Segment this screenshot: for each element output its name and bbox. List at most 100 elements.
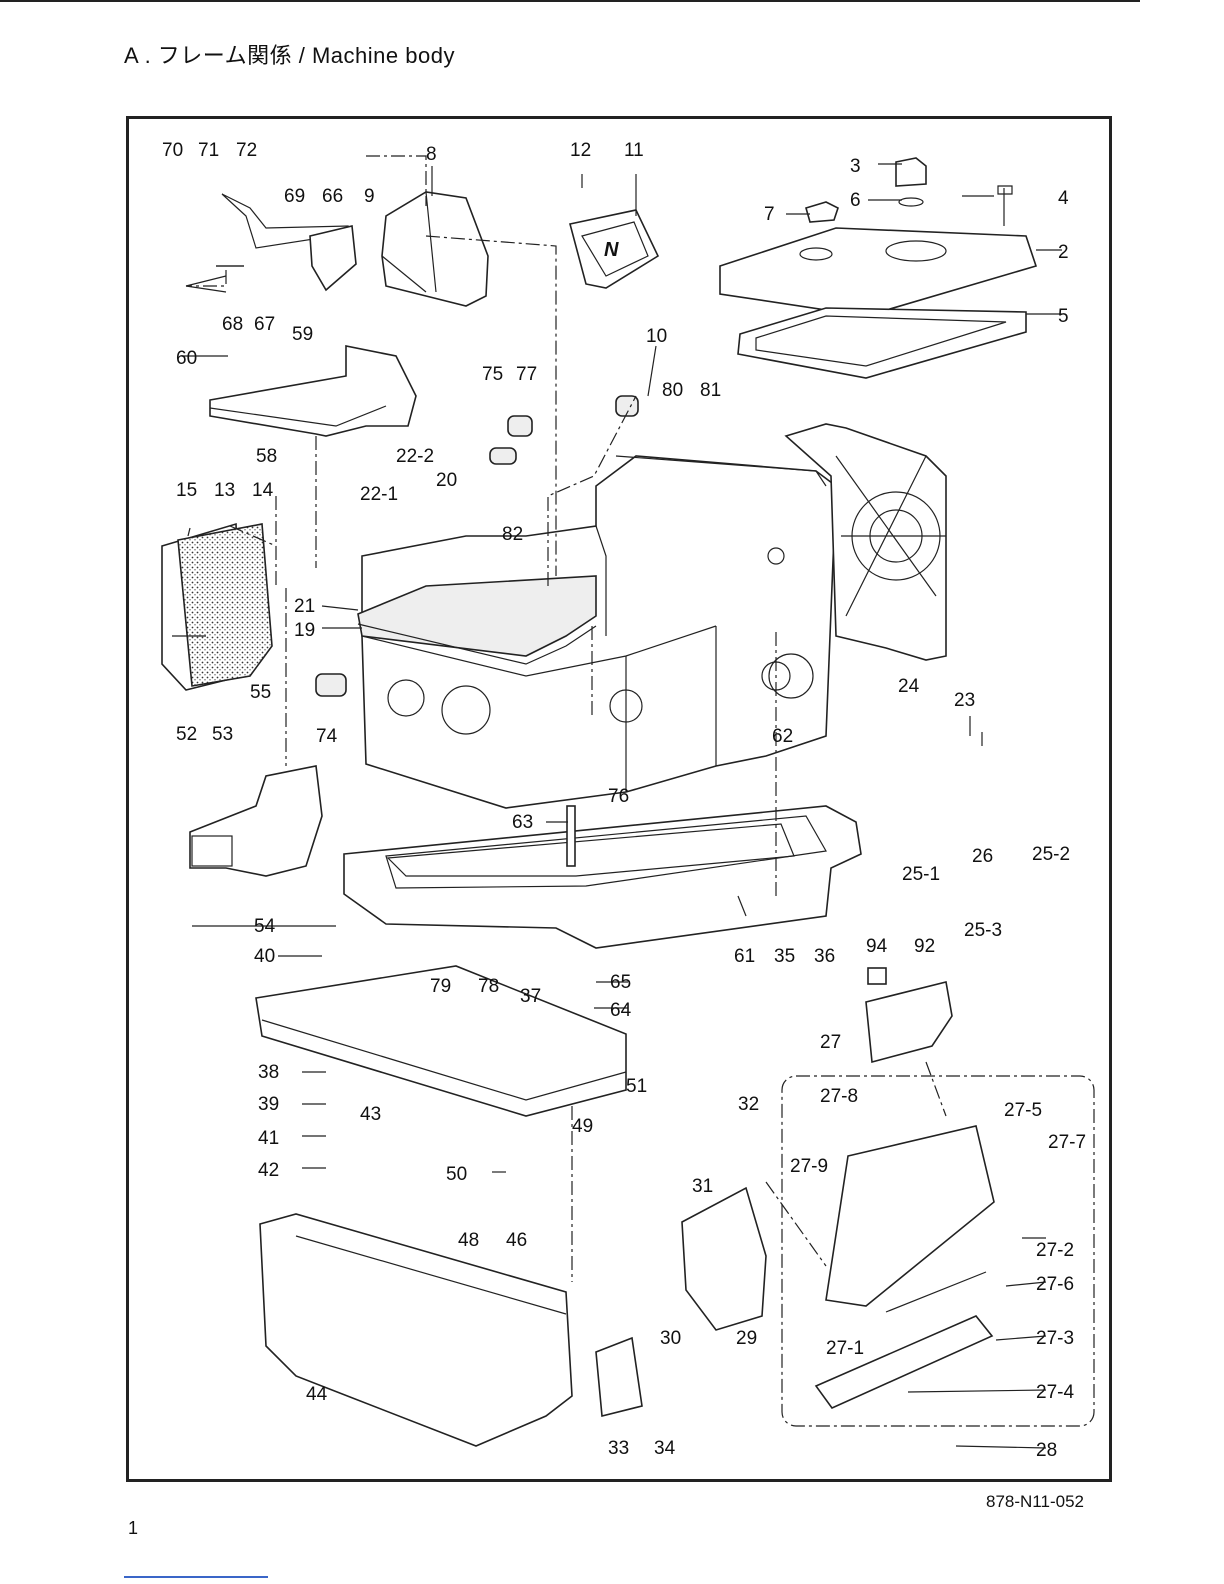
side-frame-part — [784, 423, 947, 661]
bushing-77-part — [507, 415, 533, 437]
part-label: 21 — [294, 596, 315, 617]
bracket-53-part — [189, 765, 323, 877]
part-label: 27-2 — [1036, 1240, 1074, 1261]
part-label: 25-3 — [964, 920, 1002, 941]
part-label: 39 — [258, 1094, 279, 1115]
part-label: 72 — [236, 140, 257, 161]
screw-4-part — [997, 185, 1013, 226]
part-label: 22-2 — [396, 446, 434, 467]
part-label: 20 — [436, 470, 457, 491]
part-label: 27-8 — [820, 1086, 858, 1107]
part-label: 55 — [250, 682, 271, 703]
part-label: 65 — [610, 972, 631, 993]
part-label: 78 — [478, 976, 499, 997]
part-label: 42 — [258, 1160, 279, 1181]
page-title: A . フレーム関係 / Machine body — [124, 43, 455, 68]
part-label: 76 — [608, 786, 629, 807]
part-label: 9 — [364, 186, 375, 207]
cover-27-part — [825, 1125, 995, 1307]
part-label: 8 — [426, 144, 437, 165]
plate-33-part — [595, 1336, 643, 1418]
part-label: 60 — [176, 348, 197, 369]
part-label: 27-9 — [790, 1156, 828, 1177]
part-label: 19 — [294, 620, 315, 641]
part-label: 48 — [458, 1230, 479, 1251]
part-label: 58 — [256, 446, 277, 467]
part-label: 34 — [654, 1438, 676, 1459]
part-label: 5 — [1058, 306, 1069, 327]
part-label: 27-3 — [1036, 1328, 1074, 1349]
part-label: 23 — [954, 690, 975, 711]
machine-body-part — [361, 455, 837, 809]
part-label: 36 — [814, 946, 835, 967]
base-bed-part — [343, 805, 862, 949]
part-label: 67 — [254, 314, 275, 335]
part-label: 68 — [222, 314, 243, 335]
rubber-plug-part — [805, 201, 839, 223]
part-label: 7 — [764, 204, 775, 225]
part-label: 61 — [734, 946, 755, 967]
plate-66-part — [309, 225, 357, 292]
cover-29-part — [681, 1186, 767, 1331]
part-label: 75 — [482, 364, 503, 385]
part-label: 77 — [516, 364, 537, 385]
part-label: 49 — [572, 1116, 593, 1137]
document-number: 878-N11-052 — [986, 1492, 1084, 1511]
part-label: 24 — [898, 676, 920, 697]
dotted-cover-14-part — [177, 523, 273, 687]
cap-74-part — [315, 673, 347, 697]
badge-logo: N — [604, 239, 619, 261]
leader-lines — [172, 155, 1062, 1449]
part-label: 32 — [738, 1094, 759, 1115]
part-label: 51 — [626, 1076, 647, 1097]
bracket-part — [381, 191, 489, 307]
part-label: 4 — [1058, 188, 1069, 209]
cover-92-part — [865, 981, 953, 1064]
part-label: 80 — [662, 380, 683, 401]
part-label: 64 — [610, 1000, 632, 1021]
oil-plug-part — [895, 157, 927, 187]
part-label: 22-1 — [360, 484, 398, 505]
bottom-rule — [124, 1576, 268, 1578]
part-label: 82 — [502, 524, 523, 545]
part-label: 37 — [520, 986, 541, 1007]
part-label: 81 — [700, 380, 721, 401]
pin-63-part — [566, 805, 576, 867]
part-label: 50 — [446, 1164, 467, 1185]
part-label: 44 — [306, 1384, 328, 1405]
part-label: 3 — [850, 156, 861, 177]
part-label: 43 — [360, 1104, 381, 1125]
part-label: 33 — [608, 1438, 629, 1459]
part-label: 27-4 — [1036, 1382, 1074, 1403]
part-label: 29 — [736, 1328, 757, 1349]
bushing-75-part — [489, 447, 517, 465]
oil-pan-44-part — [259, 1213, 573, 1447]
part-label: 25-2 — [1032, 844, 1070, 865]
part-label: 66 — [322, 186, 343, 207]
part-label: 40 — [254, 946, 275, 967]
part-label: 71 — [198, 140, 219, 161]
top-rule — [0, 0, 1140, 2]
top-plate-part — [719, 227, 1038, 317]
part-label: 94 — [866, 936, 888, 957]
part-label: 38 — [258, 1062, 279, 1083]
part-label: 70 — [162, 140, 183, 161]
part-label: 79 — [430, 976, 451, 997]
part-label: 35 — [774, 946, 795, 967]
part-label: 27-1 — [826, 1338, 864, 1359]
part-label: 62 — [772, 726, 793, 747]
part-label: 46 — [506, 1230, 527, 1251]
top-cover-plate — [357, 575, 597, 657]
part-label: 11 — [624, 140, 644, 161]
part-label: 27-5 — [1004, 1100, 1042, 1121]
part-label: 74 — [316, 726, 338, 747]
part-label: 10 — [646, 326, 667, 347]
part-label: 14 — [252, 480, 274, 501]
part-label: 25-1 — [902, 864, 940, 885]
part-label: 31 — [692, 1176, 713, 1197]
cap-10-part — [615, 395, 639, 417]
part-label: 27-7 — [1048, 1132, 1086, 1153]
part-label: 92 — [914, 936, 935, 957]
plate-58-part — [209, 345, 417, 437]
part-label: 53 — [212, 724, 233, 745]
